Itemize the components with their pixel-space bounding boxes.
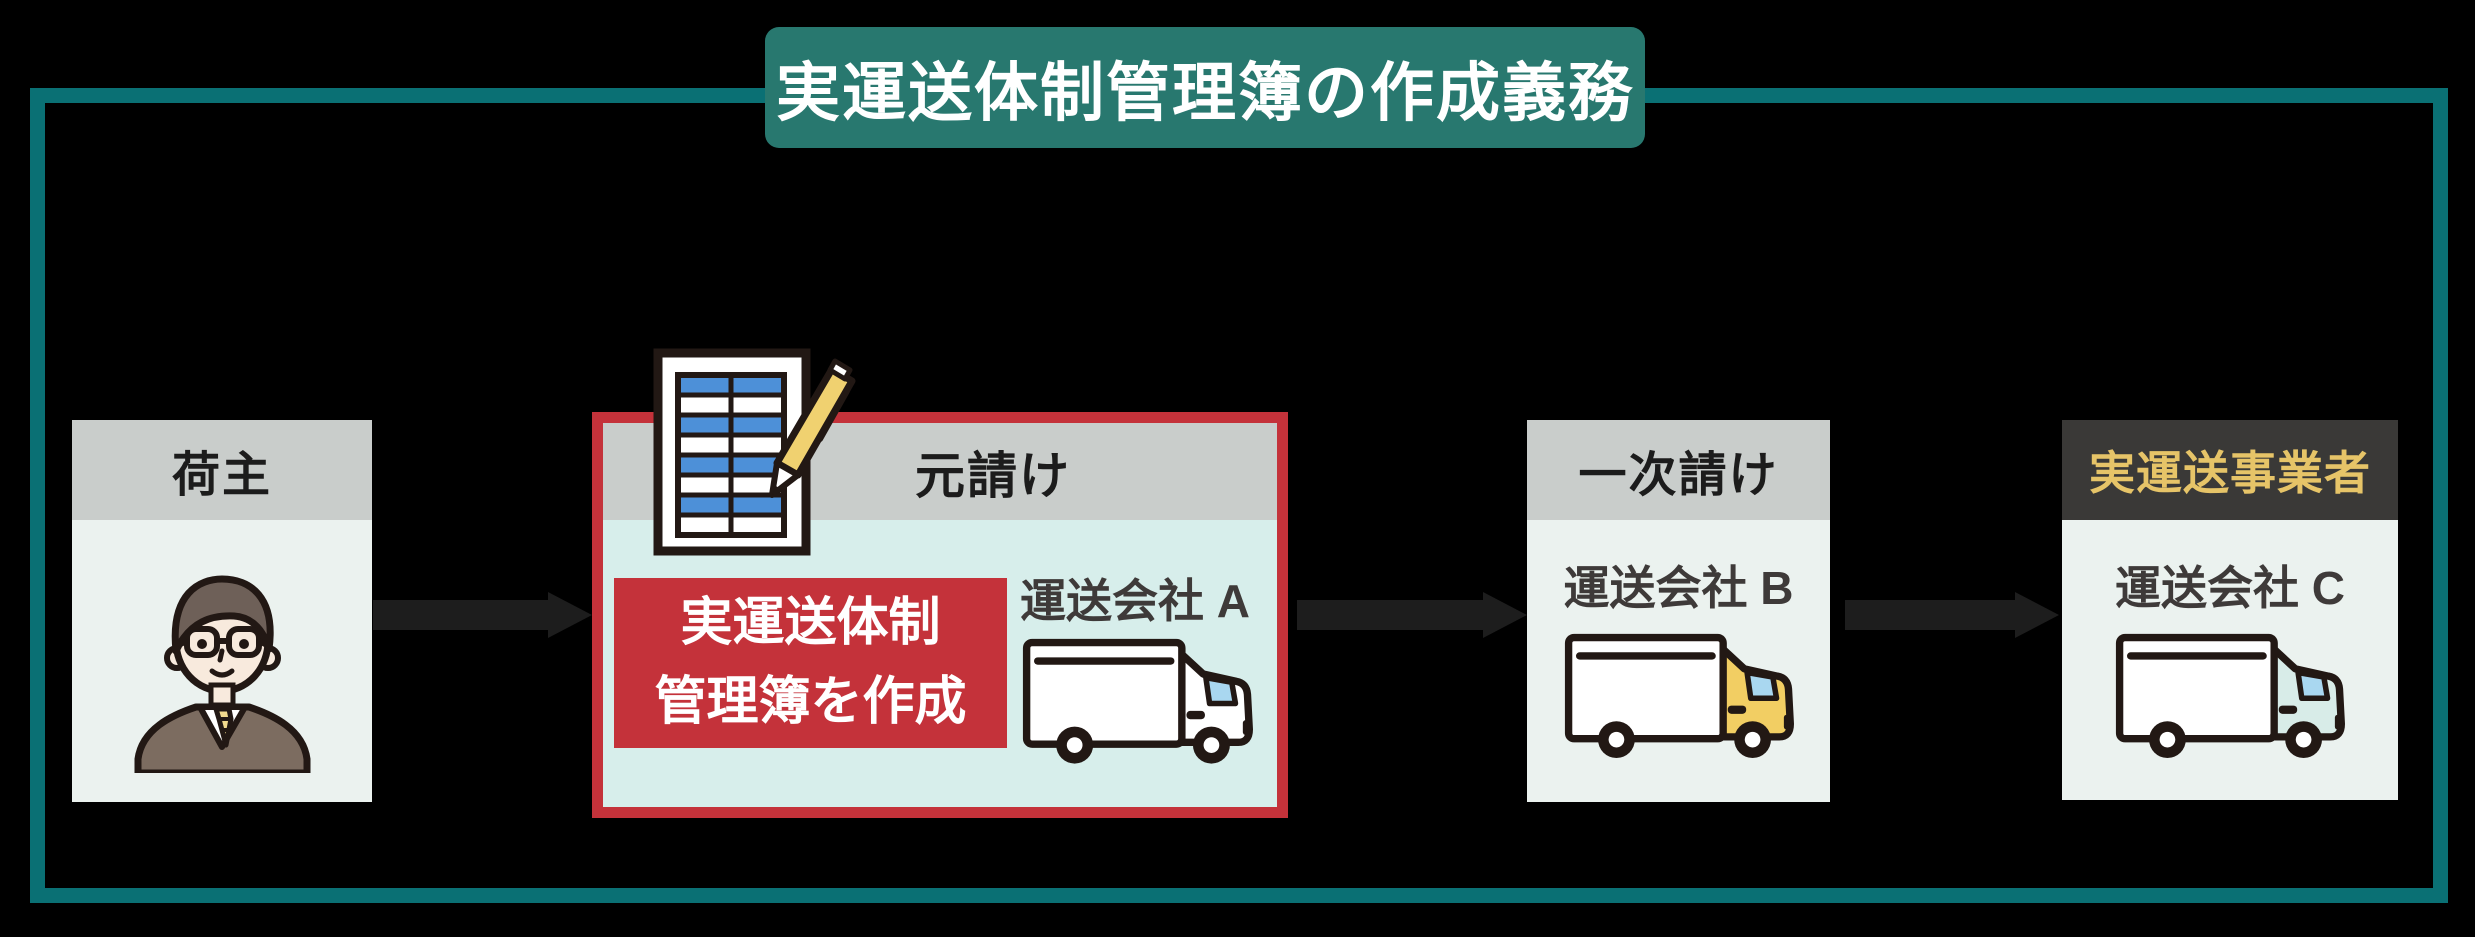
arrow-prime-to-first-head [1483, 592, 1527, 638]
company-a-label: 運送会社 A [1020, 575, 1250, 627]
node-first-subcontractor: 一次請け 運送会社 B [1527, 420, 1830, 802]
page-title: 実運送体制管理簿の作成義務 [776, 56, 1634, 129]
arrow-first-to-actual-head [2015, 592, 2059, 638]
node-first-sub-body: 運送会社 B [1527, 520, 1830, 802]
note-create-ledger: 実運送体制 管理簿を作成 [614, 578, 1007, 748]
company-c-label: 運送会社 C [2115, 562, 2345, 614]
node-prime-contractor: 元請け 実運送体制 管理簿を作成 運送会社 A [592, 348, 1288, 818]
node-shipper-header: 荷主 [72, 420, 372, 520]
truck-icon [1022, 638, 1253, 764]
node-actual-body: 運送会社 C [2062, 520, 2398, 800]
truck-icon [2115, 633, 2345, 759]
node-shipper-body [72, 520, 372, 802]
node-actual-carrier: 実運送事業者 運送会社 C [2062, 420, 2398, 800]
node-actual-header: 実運送事業者 [2062, 420, 2398, 520]
person-icon [134, 575, 310, 773]
node-shipper-header-label: 荷主 [171, 449, 272, 502]
node-first-sub-header: 一次請け [1527, 420, 1830, 520]
arrow-prime-to-first-shaft [1297, 600, 1483, 630]
node-first-sub-header-label: 一次請け [1578, 449, 1779, 502]
arrow-first-to-actual-shaft [1845, 600, 2015, 630]
arrow-shipper-to-prime-head [548, 592, 592, 638]
title-banner: 実運送体制管理簿の作成義務 [765, 27, 1645, 148]
arrow-shipper-to-prime-shaft [373, 600, 548, 630]
node-prime-header-label: 元請け [915, 447, 1071, 504]
note-line-2: 管理簿を作成 [654, 673, 967, 731]
company-b-label: 運送会社 B [1563, 562, 1794, 614]
note-line-1: 実運送体制 [680, 594, 941, 652]
truck-icon [1564, 633, 1794, 759]
document-pen-icon [653, 348, 856, 556]
outer-frame [30, 88, 2448, 903]
node-actual-header-label: 実運送事業者 [2089, 447, 2371, 499]
node-shipper: 荷主 [72, 420, 372, 802]
